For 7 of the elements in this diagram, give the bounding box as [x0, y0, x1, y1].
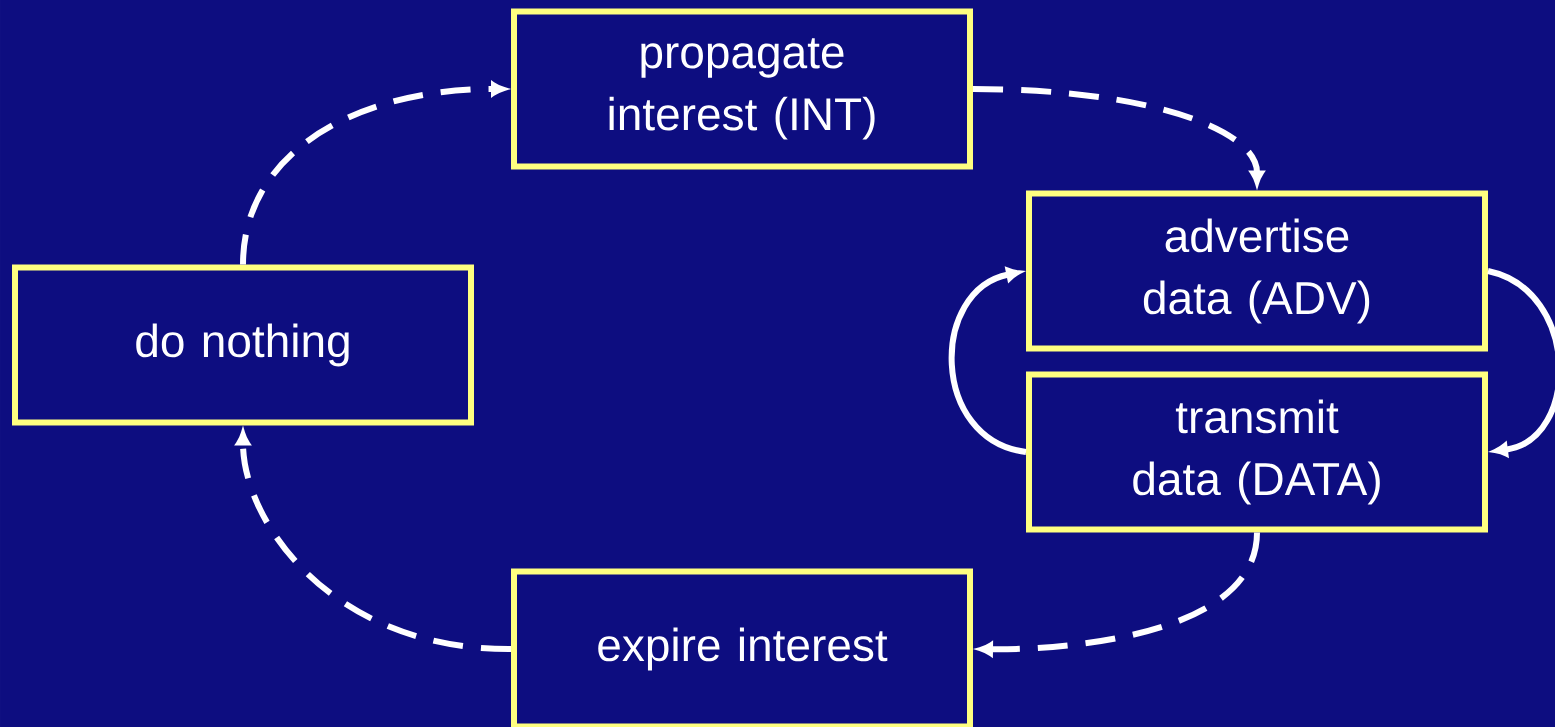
arrow [1487, 268, 1555, 457]
state-box: advertise data (ADV) [1026, 190, 1488, 352]
state-box: propagate interest (INT) [511, 8, 973, 170]
arrow [948, 267, 1027, 455]
state-box: expire interest [511, 568, 973, 727]
state-box: transmit data (DATA) [1026, 371, 1488, 533]
state-box: do nothing [12, 264, 474, 426]
